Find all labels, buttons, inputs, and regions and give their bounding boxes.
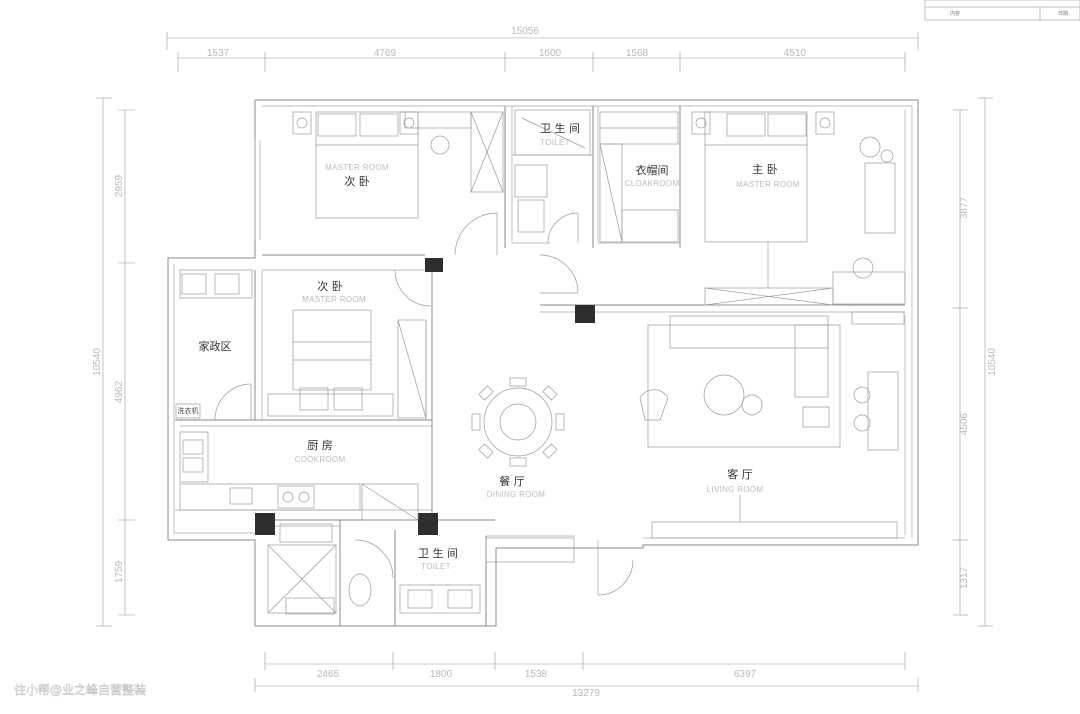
closet: 衣帽间 CLOAKROOM (599, 111, 680, 243)
structural-columns (255, 258, 595, 535)
top-dim-5: 4510 (784, 48, 807, 59)
top-total-dim: 15056 (511, 26, 539, 37)
top-dimensions: 15056 1537 4769 1600 1568 4510 (166, 26, 919, 72)
second-bedroom-middle: 次 卧 MASTER ROOM (267, 279, 427, 419)
right-dim-3: 1317 (959, 566, 970, 589)
bathroom-top-cn: 卫 生 间 (540, 121, 580, 135)
closet-cn: 衣帽间 (636, 163, 669, 177)
kitchen: 厨 房 COOKROOM (179, 431, 419, 521)
top-dim-3: 1600 (539, 48, 562, 59)
living-room: 客 厅 LIVING ROOM (639, 311, 905, 539)
bottom-dim-2: 1800 (430, 669, 453, 680)
right-total-dim: 10540 (987, 348, 998, 376)
title-block-date-label: 日期 (1058, 11, 1068, 17)
bottom-dim-1: 2465 (317, 669, 340, 680)
title-block: 内容 日期 (924, 0, 1080, 21)
dining-area: 餐 厅 DINING ROOM (471, 377, 565, 499)
bottom-total-dim: 13279 (572, 688, 600, 699)
second-bedroom-middle-en: MASTER ROOM (302, 295, 366, 304)
left-dim-2: 4962 (114, 380, 125, 403)
left-total-dim: 10540 (92, 348, 103, 376)
bathroom-top: 卫 生 间 TOILET (514, 109, 591, 233)
living-room-en: LIVING ROOM (707, 485, 764, 494)
bathroom-top-en: TOILET (540, 138, 570, 147)
bottom-dimensions: 2465 1800 1538 6397 13279 (254, 652, 919, 699)
outer-walls (167, 99, 919, 627)
kitchen-cn: 厨 房 (307, 439, 333, 452)
top-dim-2: 4769 (374, 48, 397, 59)
bottom-dim-4: 6397 (734, 669, 757, 680)
closet-en: CLOAKROOM (625, 179, 680, 188)
right-dim-2: 4506 (959, 412, 970, 435)
top-dim-4: 1568 (626, 48, 649, 59)
master-bedroom: 主 卧 MASTER ROOM (691, 111, 906, 306)
top-dim-1: 1537 (207, 48, 230, 59)
housework-area: 家政区 洗衣机 (175, 269, 253, 419)
laundry-label: 洗衣机 (178, 406, 199, 415)
kitchen-en: COOKROOM (295, 455, 346, 464)
dining-cn: 餐 厅 (499, 474, 525, 488)
right-dim-1: 3877 (959, 196, 970, 219)
dining-en: DINING ROOM (487, 490, 545, 499)
bathroom-bottom: 卫 生 间 TOILET (267, 523, 575, 615)
housework-area-cn: 家政区 (199, 339, 232, 353)
title-block-content-label: 内容 (950, 10, 960, 17)
right-dimensions: 10540 3877 4506 1317 (953, 97, 998, 627)
second-bedroom-top-en: MASTER ROOM (325, 163, 389, 172)
second-bedroom-middle-cn: 次 卧 (317, 279, 343, 293)
watermark: 住小帮@业之峰自营整装 (14, 682, 146, 697)
living-room-cn: 客 厅 (727, 467, 753, 481)
left-dimensions: 10540 2959 4962 1759 (92, 97, 135, 627)
doors (214, 212, 634, 596)
left-dim-3: 1759 (114, 560, 125, 583)
second-bedroom-top: MASTER ROOM 次 卧 (292, 111, 504, 219)
left-dim-1: 2959 (114, 174, 125, 197)
bottom-dim-3: 1538 (525, 669, 548, 680)
bathroom-bottom-en: TOILET (421, 562, 451, 571)
bathroom-bottom-cn: 卫 生 间 (418, 546, 458, 560)
master-bedroom-en: MASTER ROOM (736, 180, 800, 189)
master-bedroom-cn: 主 卧 (752, 163, 778, 176)
second-bedroom-top-cn: 次 卧 (344, 174, 370, 188)
